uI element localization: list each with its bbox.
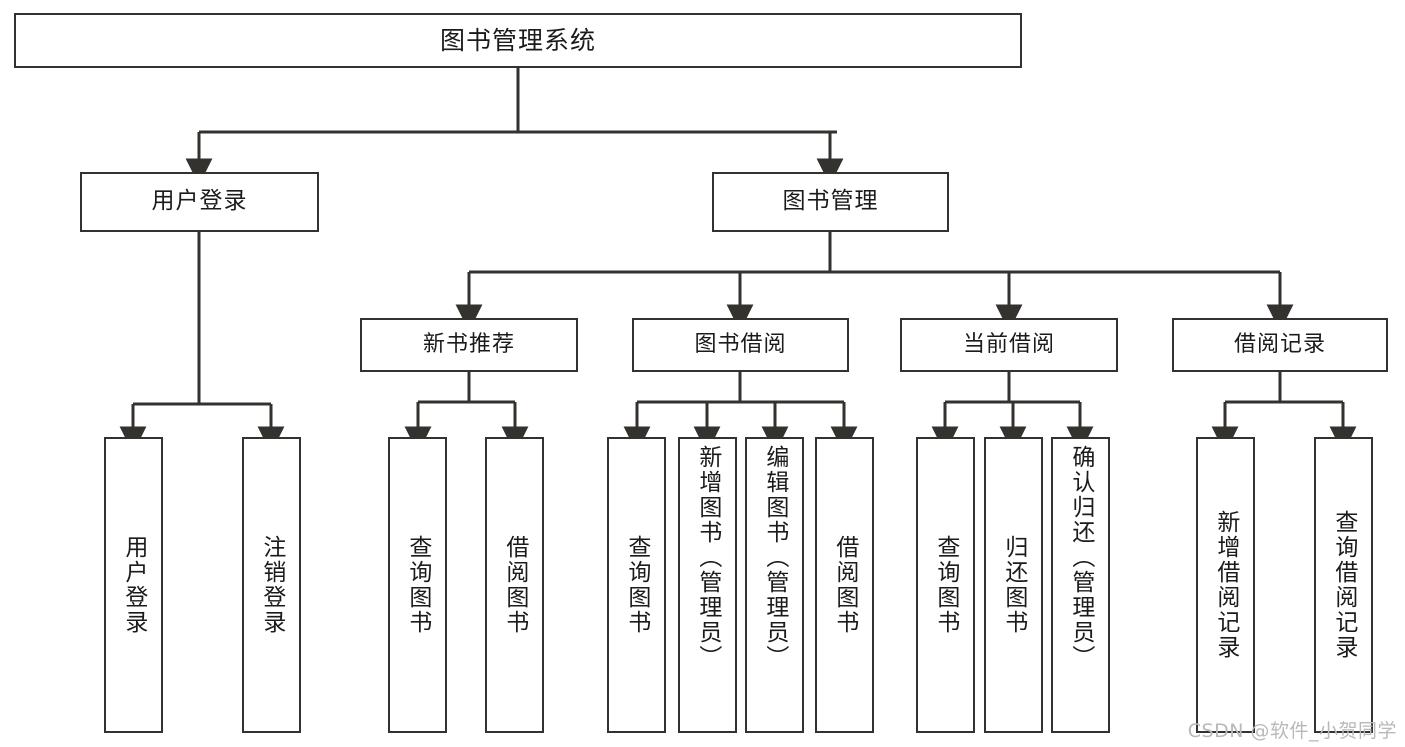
node-new-book-recommend[interactable]: 新书推荐 (360, 318, 578, 372)
node-new-book-recommend-label: 新书推荐 (422, 331, 515, 357)
node-current-borrow-label: 当前借阅 (962, 331, 1055, 357)
leaf-book-borrow-3[interactable]: 编辑图书（管理员） (745, 437, 804, 733)
leaf-book-borrow-3-label: 编辑图书（管理员） (761, 445, 788, 670)
leaf-book-borrow-4[interactable]: 借阅图书 (815, 437, 874, 733)
node-root-label: 图书管理系统 (439, 25, 596, 55)
leaf-current-borrow-2[interactable]: 归还图书 (984, 437, 1043, 733)
node-user-login-label: 用户登录 (151, 188, 248, 215)
node-borrow-record-label: 借阅记录 (1233, 331, 1326, 357)
node-current-borrow[interactable]: 当前借阅 (900, 318, 1118, 372)
node-book-manage[interactable]: 图书管理 (712, 172, 949, 232)
leaf-current-borrow-3[interactable]: 确认归还（管理员） (1051, 437, 1110, 733)
leaf-book-borrow-4-label: 借阅图书 (831, 535, 858, 635)
leaf-book-borrow-1[interactable]: 查询图书 (607, 437, 666, 733)
leaf-borrow-record-1-label: 新增借阅记录 (1212, 510, 1239, 660)
leaf-user-login-1[interactable]: 用户登录 (104, 437, 163, 733)
leaf-user-login-2-label: 注销登录 (258, 535, 285, 635)
leaf-new-book-2[interactable]: 借阅图书 (485, 437, 544, 733)
leaf-user-login-2[interactable]: 注销登录 (242, 437, 301, 733)
leaf-new-book-2-label: 借阅图书 (501, 535, 528, 635)
node-root-system[interactable]: 图书管理系统 (14, 13, 1022, 68)
leaf-current-borrow-1[interactable]: 查询图书 (916, 437, 975, 733)
node-book-borrow[interactable]: 图书借阅 (632, 318, 849, 372)
node-user-login[interactable]: 用户登录 (80, 172, 319, 232)
leaf-current-borrow-3-label: 确认归还（管理员） (1067, 445, 1094, 670)
node-borrow-record[interactable]: 借阅记录 (1172, 318, 1388, 372)
node-book-borrow-label: 图书借阅 (694, 331, 787, 357)
leaf-current-borrow-1-label: 查询图书 (932, 535, 959, 635)
node-book-manage-label: 图书管理 (782, 188, 879, 215)
leaf-borrow-record-2[interactable]: 查询借阅记录 (1314, 437, 1373, 733)
leaf-current-borrow-2-label: 归还图书 (1000, 535, 1027, 635)
leaf-new-book-1[interactable]: 查询图书 (388, 437, 447, 733)
leaf-borrow-record-2-label: 查询借阅记录 (1330, 510, 1357, 660)
leaf-book-borrow-2-label: 新增图书（管理员） (694, 445, 721, 670)
leaf-borrow-record-1[interactable]: 新增借阅记录 (1196, 437, 1255, 733)
leaf-book-borrow-2[interactable]: 新增图书（管理员） (678, 437, 737, 733)
leaf-user-login-1-label: 用户登录 (120, 535, 147, 635)
leaf-book-borrow-1-label: 查询图书 (623, 535, 650, 635)
leaf-new-book-1-label: 查询图书 (404, 535, 431, 635)
